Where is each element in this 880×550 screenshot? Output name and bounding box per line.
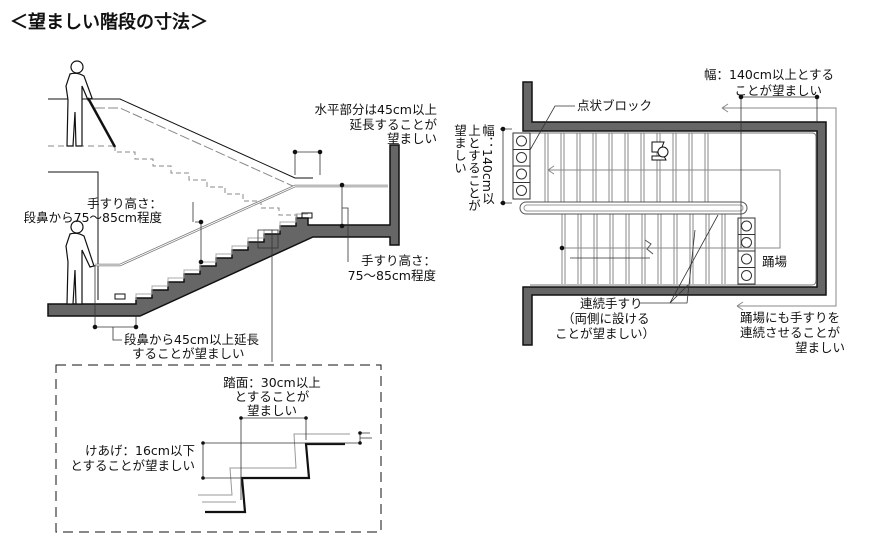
tread-line [624, 133, 629, 202]
landing-rail-label-1: 踊場にも手すりを [740, 310, 840, 325]
tread-line [625, 214, 630, 284]
detail-dims [202, 417, 372, 500]
upper-flight-dashed [114, 146, 309, 223]
tread-line [657, 214, 662, 284]
break-mark [644, 239, 654, 255]
plan-view [500, 81, 837, 346]
width-top-label-2: ことが望ましい [734, 83, 822, 98]
plan-dims [500, 96, 818, 259]
tactile-dot [741, 220, 752, 232]
diagram-title: ＜望ましい階段の寸法＞ [10, 11, 208, 33]
tactile-block-label: 点状ブロック [577, 98, 652, 113]
tread-line [609, 214, 614, 284]
handrail-height-right-2: 75～85cm程度 [348, 268, 437, 283]
tactile-dot [741, 270, 752, 281]
tactile-dot [741, 253, 752, 265]
landing-label: 踊場 [762, 254, 787, 269]
walking-direction-arrow [547, 165, 781, 249]
tread-line [688, 133, 693, 202]
stair-treads [544, 133, 726, 284]
horizontal-ext-label-3: 望ましい [387, 131, 437, 146]
leader-lines [529, 105, 719, 304]
continuous-rail-label-1: 連続手すり [580, 296, 643, 311]
upper-floor-line [48, 98, 313, 179]
tread-line [592, 133, 597, 202]
landing-rail-label-3: 望ましい [795, 340, 845, 355]
landing-rail-label-2: 連続させることが [740, 325, 841, 340]
tactile-dot [516, 152, 527, 163]
dim-lines [94, 151, 349, 362]
tread-line [544, 133, 549, 202]
tread-label-2: とすることが [235, 389, 310, 404]
tread-line [705, 214, 710, 284]
section-view [47, 60, 400, 362]
tread-line [672, 133, 677, 202]
landing-rail-arrow [721, 103, 837, 311]
tread-line [721, 214, 726, 284]
plan-walls [522, 81, 827, 346]
tread-line [641, 214, 646, 284]
handrail-height-right-1: 手すり高さ： [361, 253, 436, 268]
lower-wall-line [48, 171, 99, 300]
tread-line [560, 133, 565, 202]
center-handrail [519, 201, 748, 215]
horizontal-ext-label-1: 水平部分は45cm以上 [315, 102, 437, 117]
tactile-dot [516, 168, 527, 180]
detail-step-thin [198, 433, 350, 503]
width-top-label-1: 幅：140cm以上とする [704, 67, 834, 82]
tactile-dot [741, 237, 752, 248]
tactile-dot [516, 185, 527, 196]
horizontal-ext-label-2: 延長することが [349, 117, 437, 132]
riser-label-2: とすることが望ましい [70, 458, 195, 473]
person-with-cane-icon [65, 60, 117, 148]
riser-label-1: けあげ：16cm以下 [85, 443, 195, 458]
landing-handrail [530, 132, 817, 286]
person-icon [65, 220, 95, 305]
tread-line [608, 133, 613, 202]
person-top-view-icon [651, 141, 669, 161]
detail-frame [55, 364, 382, 533]
tread-line [704, 133, 709, 202]
tread-line [576, 133, 581, 202]
nosing-ext-label-1: 段鼻から45cm以上延長 [124, 332, 259, 347]
handrail-height-left-2: 段鼻から75～85cm程度 [24, 210, 163, 225]
handrail-height-left-1: 手すり高さ： [87, 196, 162, 211]
continuous-rail-label-3: ことが望ましい） [555, 326, 655, 341]
tread-label-3: 望ましい [247, 403, 297, 418]
continuous-rail-label-2: （両側に設ける [562, 311, 650, 326]
tactile-dot [516, 135, 527, 147]
detail-step-profile [205, 442, 345, 514]
footlight-icon [114, 293, 126, 300]
stair-nosing-line [135, 213, 308, 300]
tread-line [593, 214, 598, 284]
width-side-label: 幅：140cm以上とすることが望ましい [452, 124, 495, 212]
step-detail [55, 364, 382, 533]
upper-handrail [95, 107, 296, 188]
footlight-icon [301, 212, 313, 219]
nosing-ext-label-2: することが望ましい [132, 346, 245, 361]
tread-line [577, 214, 582, 284]
tread-label-1: 踏面：30cm以上 [223, 375, 320, 390]
stair-slab [47, 144, 400, 317]
tread-line [640, 133, 645, 202]
tread-line [673, 214, 678, 284]
